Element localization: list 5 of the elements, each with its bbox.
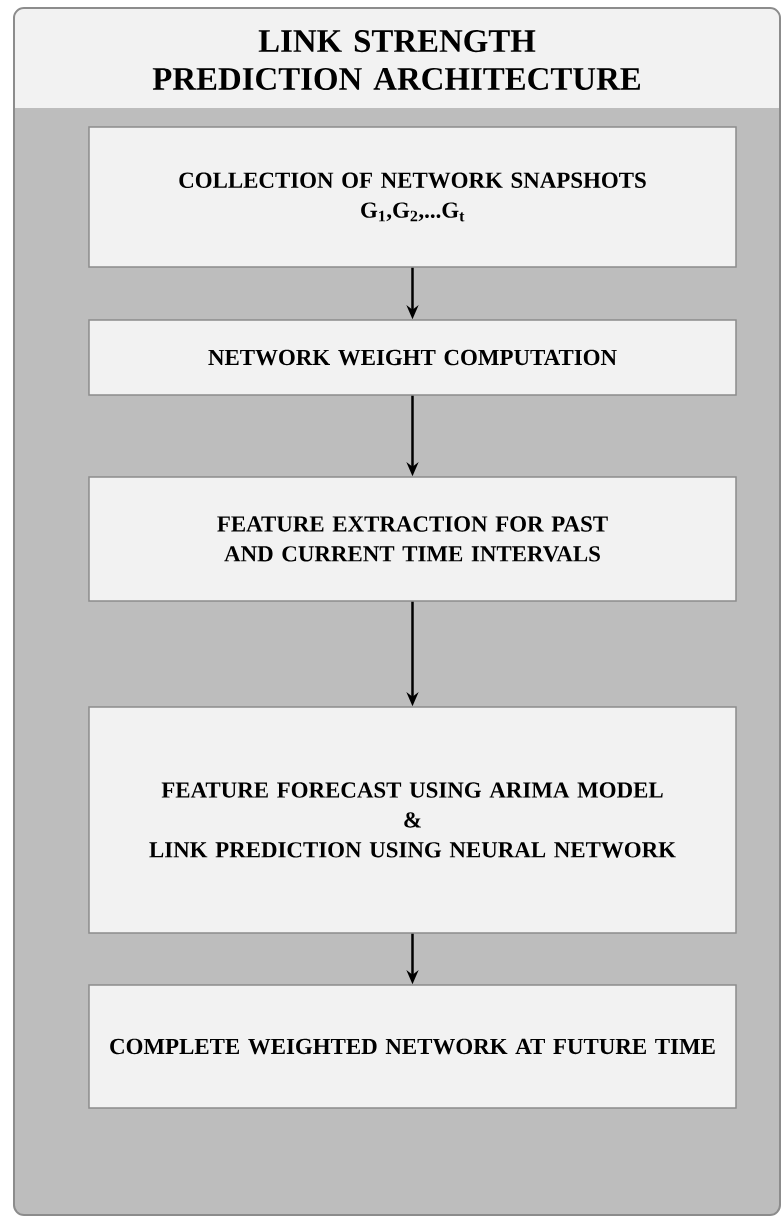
process-box: FEATURE EXTRACTION FOR PAST AND CURRENT TIME INTERVALS [88,476,737,602]
process-box: FEATURE FORECAST USING ARIMA MODEL & LINK PREDICTION USING NEURAL NETWORK [88,706,737,934]
process-box: COMPLETE WEIGHTED NETWORK AT FUTURE TIME [88,984,737,1109]
process-box: COLLECTION OF NETWORK SNAPSHOTS G$_{1}$,G$_{2}$,...G$_{t}$ [88,126,737,268]
process-box: NETWORK WEIGHT COMPUTATION [88,319,737,396]
